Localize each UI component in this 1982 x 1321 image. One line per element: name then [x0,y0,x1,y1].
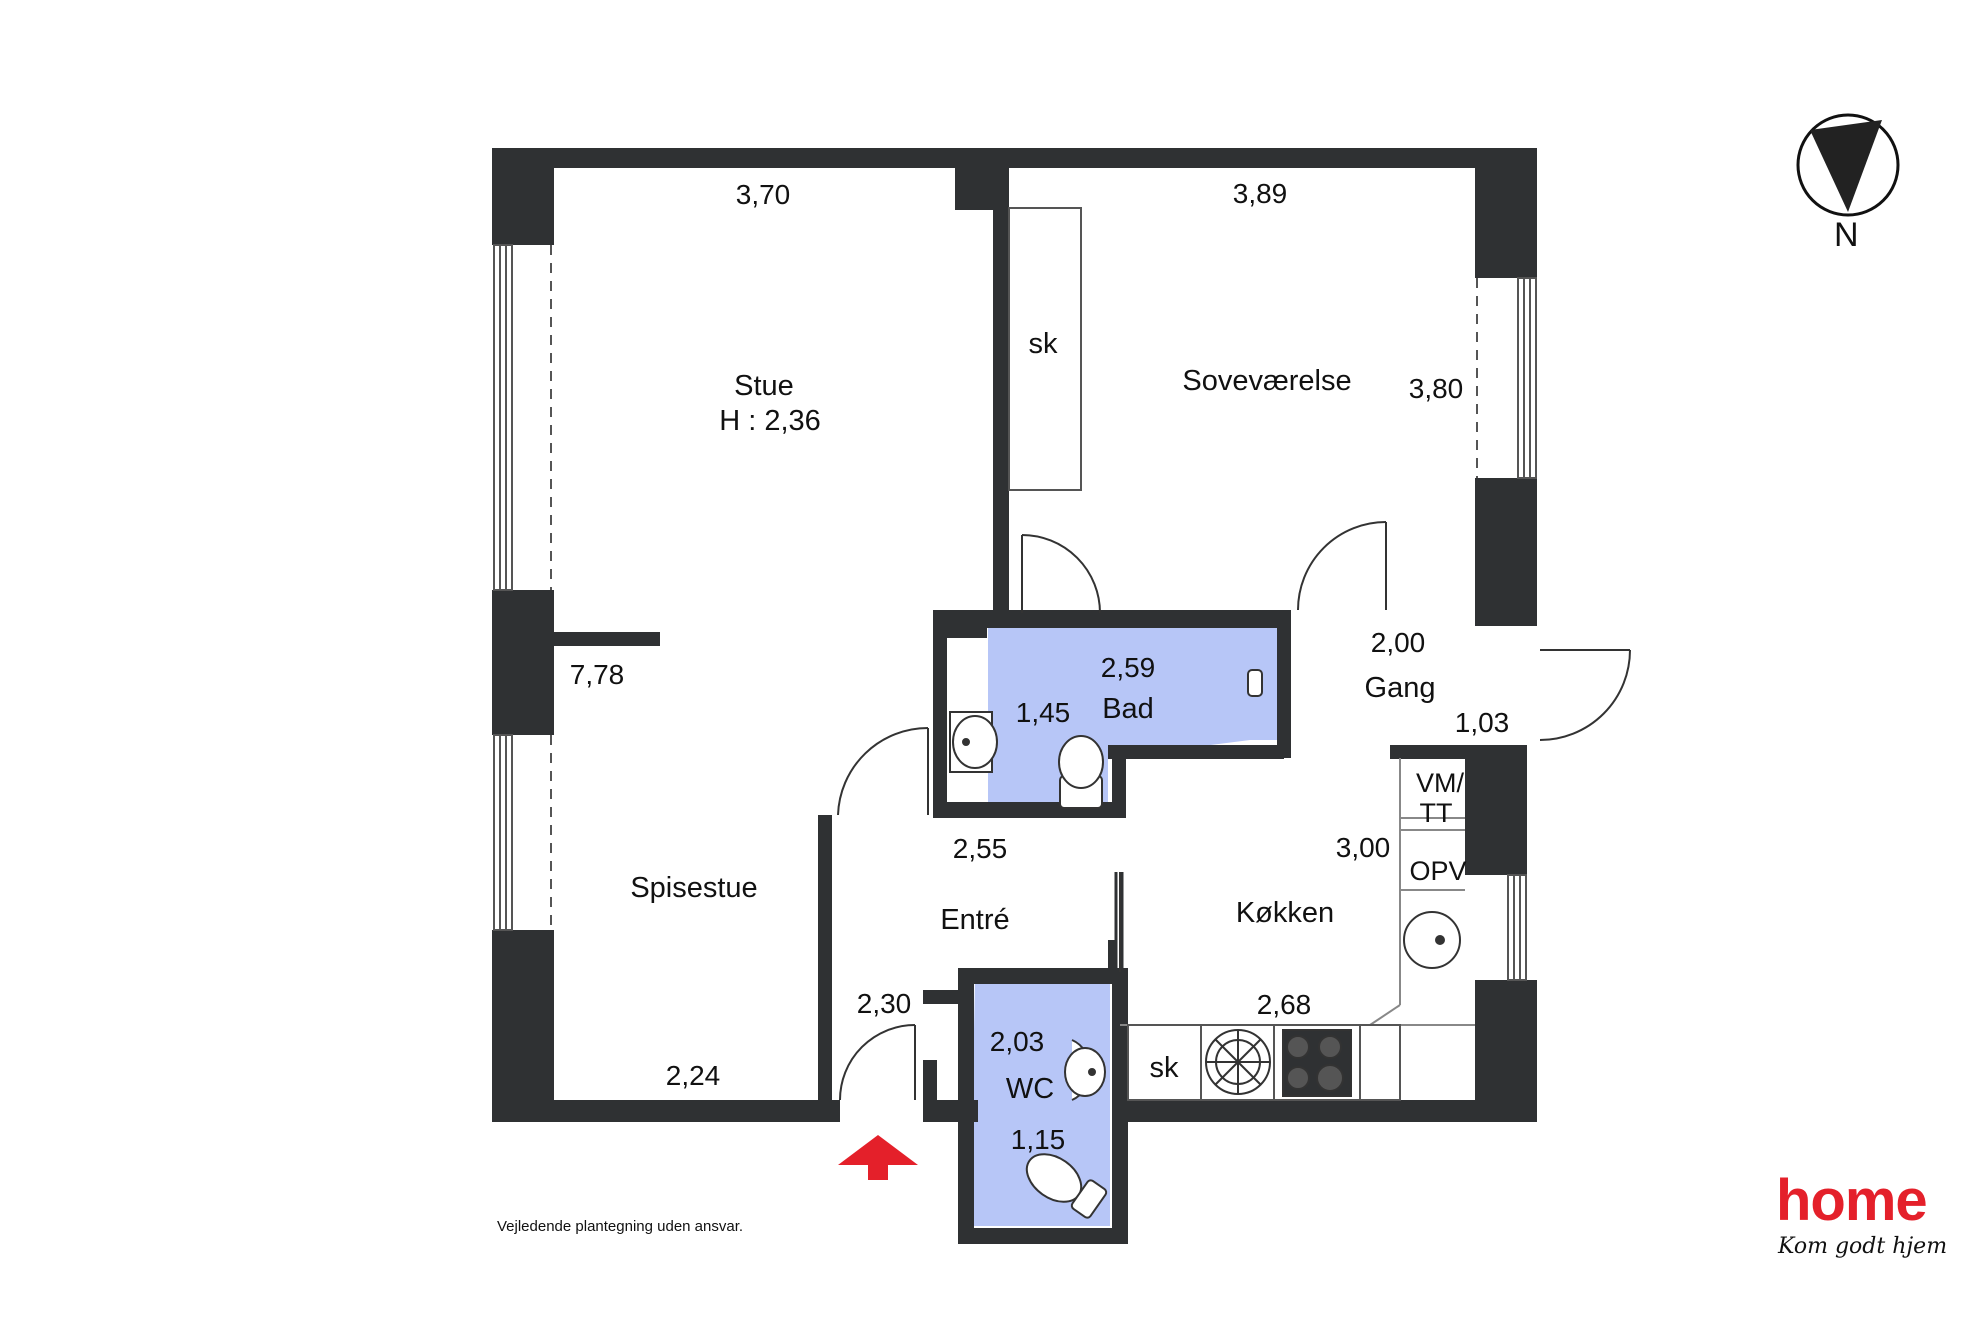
kokken-tt-label: TT [1420,798,1453,828]
sovevaerelse-dim-side: 3,80 [1409,373,1464,404]
wc-dim-a: 2,03 [990,1026,1045,1057]
windows [493,244,1537,981]
logo-tagline: Kom godt hjem [1778,1234,1948,1259]
kokken-vm-label: VM/ [1416,768,1465,798]
kitchen-counter [1127,1024,1401,1101]
kokken-dim-b: 2,68 [1257,989,1312,1020]
wc-dim-b: 1,15 [1011,1124,1066,1155]
sovevaerelse-name: Soveværelse [1182,365,1351,397]
kokken-name: Køkken [1236,897,1334,929]
bedroom-closet [1008,207,1082,491]
disclaimer-text: Vejledende plantegning uden ansvar. [497,1218,744,1235]
stue-dim-side: 7,78 [570,659,625,690]
kokken-opv-label: OPV [1409,856,1466,886]
bathroom-tap [1247,669,1263,697]
room-labels: Stue H : 2,36 3,70 7,78 2,24 Spisestue 3… [570,178,1510,1155]
entre-dim-a: 2,55 [953,833,1008,864]
walls [492,148,1537,1244]
kitchen-hood [1205,1029,1271,1095]
stue-name: Stue [734,370,794,402]
compass-icon [1796,113,1900,217]
kokken-closet: sk [1150,1052,1180,1084]
kokken-dim-a: 3,00 [1336,832,1391,863]
logo-word: home [1776,1168,1928,1233]
stue-dim-bottom: 2,24 [666,1060,721,1091]
bad-name: Bad [1102,693,1154,725]
bad-dim-b: 1,45 [1016,697,1071,728]
entre-dim-b: 2,30 [857,988,912,1019]
gang-dim-a: 2,00 [1371,627,1426,658]
fixtures [949,669,1461,1219]
sovevaerelse-dim-top: 3,89 [1233,178,1288,209]
kitchen-stove [1282,1029,1352,1097]
kitchen-sink [1403,911,1461,969]
doors [837,521,1631,1101]
bad-dim-a: 2,59 [1101,652,1156,683]
stue-dim-top: 3,70 [736,179,791,210]
home-logo: home Kom godt hjem [1776,1168,1948,1272]
gang-dim-b: 1,03 [1455,707,1510,738]
stue-height: H : 2,36 [719,405,821,437]
entre-name: Entré [940,904,1009,936]
spisestue-name: Spisestue [630,872,757,904]
gang-name: Gang [1365,672,1436,704]
compass-label: N [1834,216,1859,254]
sovevaerelse-closet: sk [1029,328,1059,360]
wc-name: WC [1006,1073,1054,1105]
entrance-arrow [838,1135,918,1180]
